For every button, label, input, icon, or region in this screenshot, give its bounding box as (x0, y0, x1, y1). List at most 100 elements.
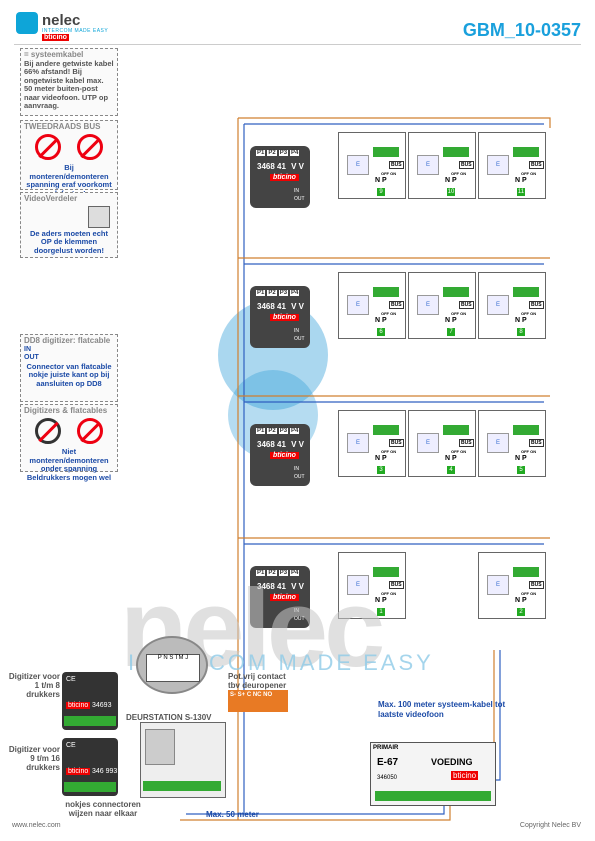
distributor-code: 3468 41 (257, 162, 286, 171)
port-label: P3 (278, 428, 289, 434)
footer-copyright: Copyright Nelec BV (519, 822, 581, 829)
port-label: P2 (267, 428, 277, 434)
bticino-logo: bticino (42, 34, 69, 41)
videophone-number: 1 (377, 608, 385, 616)
np-label: N P (375, 455, 387, 462)
terminal-strip (64, 782, 116, 792)
terminal-block (513, 287, 539, 297)
bus-label: BUS (529, 301, 544, 309)
note-text: Bij andere getwiste kabel 66% afstand! B… (24, 58, 114, 110)
port-label: P4 (290, 570, 300, 576)
in-label: IN (294, 608, 299, 614)
terminal-block (443, 147, 469, 157)
bus-label: BUS (389, 301, 404, 309)
port-label: P2 (267, 290, 277, 296)
pnstm-terminals: P N S TM J (146, 654, 200, 682)
distributor-code: 3468 41 (257, 582, 286, 591)
note-title: TWEEDRAADS BUS (24, 122, 101, 131)
screen-icon: E (347, 155, 369, 175)
in-label: IN (294, 188, 299, 194)
port-label: P3 (278, 570, 289, 576)
port-label: P1 (256, 150, 266, 156)
screen-icon: E (487, 295, 509, 315)
max50-label: Max. 50 meter (206, 810, 259, 819)
np-label: N P (515, 317, 527, 324)
screen-icon: E (417, 155, 439, 175)
digitizer2: CE bticino 346 993 (62, 738, 118, 796)
flatcable-icon (35, 417, 61, 444)
bus-label: BUS (389, 581, 404, 589)
note-flatcables: Digitizers & flatcables Niet monteren/de… (20, 404, 118, 481)
port-label: P1 (256, 428, 266, 434)
screen-icon: E (487, 433, 509, 453)
offon-switch: OFF ON (451, 449, 467, 454)
terminal-block (513, 425, 539, 435)
note-legend: = systeemkabel (24, 50, 84, 59)
videophone-number: 6 (377, 328, 385, 336)
power-supply: PRIMAIR E-67 VOEDING 346050 bticino (370, 742, 496, 806)
terminal-block (373, 147, 399, 157)
bus-label: BUS (459, 301, 474, 309)
bus-label: BUS (459, 439, 474, 447)
digitizer1: CE bticino 34693 (62, 672, 118, 730)
camera-module (145, 729, 175, 765)
np-label: N P (445, 317, 457, 324)
ce-mark: CE (66, 676, 76, 683)
videophone-number: 5 (517, 466, 525, 474)
terminal-block (373, 425, 399, 435)
brand-name: nelec (42, 12, 81, 29)
terminal-block (513, 147, 539, 157)
terminal-block (373, 567, 399, 577)
note-dd8: DD8 digitizer: flatcable IN OUT Connecto… (20, 334, 118, 402)
digitizer1-label: Digitizer voor 1 t/m 8 drukkers (8, 672, 60, 699)
out-label: OUT (294, 474, 305, 480)
terminal-strip (375, 791, 491, 801)
bticino-logo: bticino (270, 594, 299, 601)
port-label: P1 (256, 290, 266, 296)
psu-code: E-67 (377, 757, 399, 768)
terminal-icon (24, 204, 114, 230)
in-label: IN (294, 466, 299, 472)
bticino-logo: bticino (270, 314, 299, 321)
distributor-code: 3468 41 (257, 302, 286, 311)
note-videoverdeler: VideoVerdeler De aders moeten echt OP de… (20, 192, 118, 258)
bus-label: BUS (529, 581, 544, 589)
nelec-logo (16, 12, 38, 34)
distributor-vv: V V (291, 302, 304, 311)
psu-number: 346050 (377, 775, 398, 781)
port-label: P2 (267, 150, 277, 156)
np-label: N P (445, 177, 457, 184)
digitizer2-code: 346 993 (92, 768, 118, 775)
screen-icon: E (487, 575, 509, 595)
bticino-logo: bticino (66, 702, 91, 709)
offon-switch: OFF ON (451, 171, 467, 176)
bticino-logo: bticino (66, 768, 91, 775)
screen-icon: E (347, 433, 369, 453)
port-label: P4 (290, 428, 300, 434)
note-tweedraads-bus: TWEEDRAADS BUS Bij monteren/demonteren s… (20, 120, 118, 197)
np-label: N P (515, 455, 527, 462)
offon-switch: OFF ON (451, 311, 467, 316)
contact-label: Pot.vrij contact tbv deuropener (228, 672, 287, 690)
np-label: N P (375, 177, 387, 184)
no-voltage-icon (77, 417, 103, 444)
out-label: OUT (294, 336, 305, 342)
bus-label: BUS (389, 161, 404, 169)
np-label: N P (515, 177, 527, 184)
terminal-block (513, 567, 539, 577)
relay-module: S- S+ C NC NO (228, 690, 288, 712)
relay-pins: S- S+ C NC NO (230, 692, 273, 698)
bticino-logo: bticino (270, 452, 299, 459)
